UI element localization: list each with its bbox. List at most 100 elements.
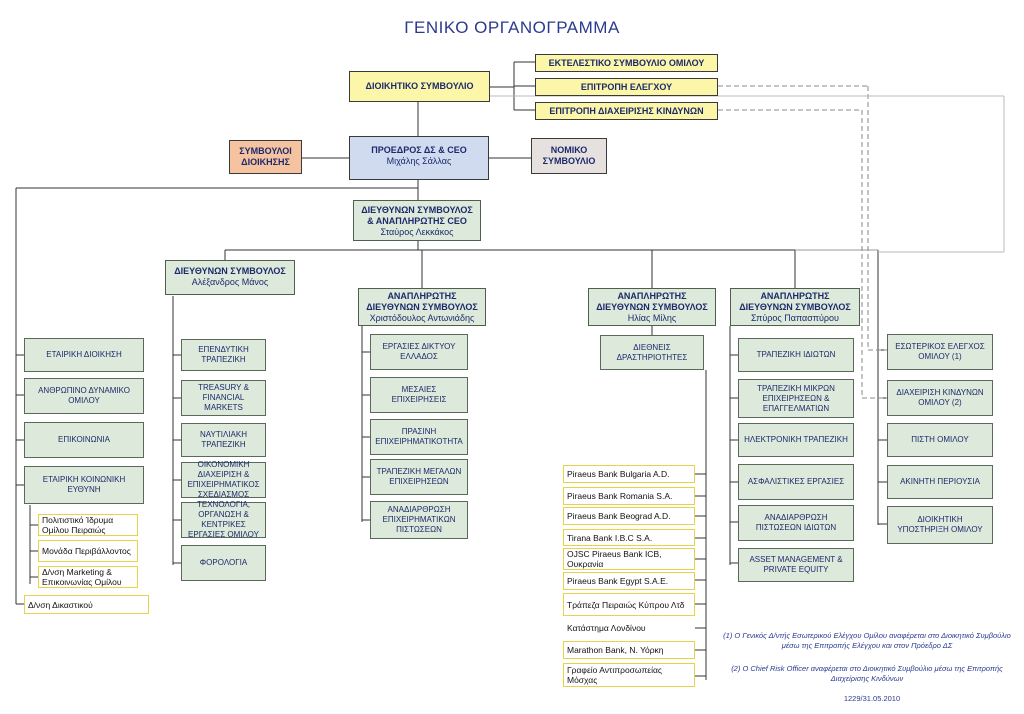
advisors-box: ΣΥΜΒΟΥΛΟΙ ΔΙΟΙΚΗΣΗΣ <box>229 140 302 174</box>
unit-box: ΗΛΕΚΤΡΟΝΙΚΗ ΤΡΑΠΕΖΙΚΗ <box>738 423 854 457</box>
md-box: ΔΙΕΥΘΥΝΩΝ ΣΥΜΒΟΥΛΟΣ & ΑΝΑΠΛΗΡΩΤΗΣ CEO Στ… <box>353 200 481 241</box>
subsidiary-label: Piraeus Bank Egypt S.A.E. <box>567 576 669 586</box>
unit-label: ΕΣΩΤΕΡΙΚΟΣ ΕΛΕΓΧΟΣ ΟΜΙΛΟΥ (1) <box>895 342 985 361</box>
unit-box: ΑΚΙΝΗΤΗ ΠΕΡΙΟΥΣΙΑ <box>887 465 993 499</box>
subsidiary: Piraeus Bank Beograd A.D. <box>563 507 695 525</box>
unit-label: ΝΑΥΤΙΛΙΑΚΗ ΤΡΑΠΕΖΙΚΗ <box>200 430 247 449</box>
unit-box: ΑΣΦΑΛΙΣΤΙΚΕΣ ΕΡΓΑΣΙΕΣ <box>738 464 854 500</box>
sub-unit: Μονάδα Περιβάλλοντος <box>38 540 138 562</box>
document-reference: 1229/31.05.2010 <box>843 694 901 703</box>
sub-unit-label: Μονάδα Περιβάλλοντος <box>42 546 131 556</box>
exec-antoniadis: ΑΝΑΠΛΗΡΩΤΗΣ ΔΙΕΥΘΥΝΩΝ ΣΥΜΒΟΥΛΟΣ Χριστόδο… <box>358 288 486 326</box>
unit-label: TREASURY & FINANCIAL MARKETS <box>198 383 249 412</box>
committee-executive: ΕΚΤΕΛΕΣΤΙΚΟ ΣΥΜΒΟΥΛΙΟ ΟΜΙΛΟΥ <box>535 54 718 72</box>
unit-box: ΑΝΘΡΩΠΙΝΟ ΔΥΝΑΜΙΚΟ ΟΜΙΛΟΥ <box>24 378 144 414</box>
unit-label: ΔΙΑΧΕΙΡΙΣΗ ΚΙΝΔΥΝΩΝ ΟΜΙΛΟΥ (2) <box>896 388 984 407</box>
exec-milis: ΑΝΑΠΛΗΡΩΤΗΣ ΔΙΕΥΘΥΝΩΝ ΣΥΜΒΟΥΛΟΣ Ηλίας Μί… <box>588 288 716 326</box>
unit-label: ΕΡΓΑΣΙΕΣ ΔΙΚΤΥΟΥ ΕΛΛΑΔΟΣ <box>382 342 456 361</box>
subsidiary-label: Κατάστημα Λονδίνου <box>567 623 646 633</box>
subsidiary: Tirana Bank I.B.C S.A. <box>563 529 695 546</box>
exec-role: ΑΝΑΠΛΗΡΩΤΗΣ ΔΙΕΥΘΥΝΩΝ ΣΥΜΒΟΥΛΟΣ <box>739 291 851 312</box>
subsidiary-label: Γραφείο Αντιπροσωπείας Μόσχας <box>567 665 662 685</box>
unit-label: ΑΝΘΡΩΠΙΝΟ ΔΥΝΑΜΙΚΟ ΟΜΙΛΟΥ <box>38 386 130 405</box>
unit-box: ΔΙΑΧΕΙΡΙΣΗ ΚΙΝΔΥΝΩΝ ΟΜΙΛΟΥ (2) <box>887 380 993 416</box>
unit-label: ΑΣΦΑΛΙΣΤΙΚΕΣ ΕΡΓΑΣΙΕΣ <box>747 477 845 486</box>
unit-box: ΠΡΑΣΙΝΗ ΕΠΙΧΕΙΡΗΜΑΤΙΚΟΤΗΤΑ <box>370 419 468 455</box>
chairman-box: ΠΡΟΕΔΡΟΣ ΔΣ & CEO Μιχάλης Σάλλας <box>349 136 489 180</box>
unit-box: ΑΝΑΔΙΑΡΘΡΩΣΗ ΕΠΙΧΕΙΡΗΜΑΤΙΚΩΝ ΠΙΣΤΩΣΕΩΝ <box>370 501 468 539</box>
unit-box: ΠΙΣΤΗ ΟΜΙΛΟΥ <box>887 423 993 457</box>
unit-box: ASSET MANAGEMENT & PRIVATE EQUITY <box>738 548 854 582</box>
subsidiary-label: Tirana Bank I.B.C S.A. <box>567 532 653 543</box>
sub-unit-label: Δ/νση Δικαστικού <box>28 599 93 610</box>
subsidiary: Piraeus Bank Egypt S.A.E. <box>563 572 695 590</box>
exec-role: ΑΝΑΠΛΗΡΩΤΗΣ ΔΙΕΥΘΥΝΩΝ ΣΥΜΒΟΥΛΟΣ <box>366 291 478 312</box>
chairman-role: ΠΡΟΕΔΡΟΣ ΔΣ & CEO <box>371 145 467 155</box>
unit-label: ΑΝΑΔΙΑΡΘΡΩΣΗ ΠΙΣΤΩΣΕΩΝ ΙΔΙΩΤΩΝ <box>755 513 837 532</box>
exec-name: Ηλίας Μίλης <box>627 313 677 323</box>
unit-box: ΤΡΑΠΕΖΙΚΗ ΜΕΓΑΛΩΝ ΕΠΙΧΕΙΡΗΣΕΩΝ <box>370 459 468 495</box>
unit-label: ΠΙΣΤΗ ΟΜΙΛΟΥ <box>911 435 969 444</box>
board-label: ΔΙΟΙΚΗΤΙΚΟ ΣΥΜΒΟΥΛΙΟ <box>365 81 474 91</box>
committee-audit: ΕΠΙΤΡΟΠΗ ΕΛΕΓΧΟΥ <box>535 78 718 96</box>
exec-role: ΔΙΕΥΘΥΝΩΝ ΣΥΜΒΟΥΛΟΣ <box>174 266 286 276</box>
subsidiary-label: Marathon Bank, Ν. Υόρκη <box>567 645 664 655</box>
unit-box: ΜΕΣΑΙΕΣ ΕΠΙΧΕΙΡΗΣΕΙΣ <box>370 377 468 413</box>
legal-box: ΝΟΜΙΚΟ ΣΥΜΒΟΥΛΙΟ <box>531 138 607 174</box>
unit-box: ΕΤΑΙΡΙΚΗ ΔΙΟΙΚΗΣΗ <box>24 338 144 372</box>
unit-box: ΔΙΟΙΚΗΤΙΚΗ ΥΠΟΣΤΗΡΙΞΗ ΟΜΙΛΟΥ <box>887 506 993 544</box>
sub-unit: Πολιτιστικό Ίδρυμα Ομίλου Πειραιώς <box>38 514 138 536</box>
exec-name: Χριστόδουλος Αντωνιάδης <box>369 313 475 323</box>
exec-papaspyrou: ΑΝΑΠΛΗΡΩΤΗΣ ΔΙΕΥΘΥΝΩΝ ΣΥΜΒΟΥΛΟΣ Σπύρος Π… <box>730 288 860 326</box>
unit-label: ΤΕΧΝΟΛΟΓΙΑ, ΟΡΓΑΝΩΣΗ & ΚΕΝΤΡΙΚΕΣ ΕΡΓΑΣΙΕ… <box>188 500 259 539</box>
committee-risk: ΕΠΙΤΡΟΠΗ ΔΙΑΧΕΙΡΙΣΗΣ ΚΙΝΔΥΝΩΝ <box>535 102 718 120</box>
unit-box: ΤΕΧΝΟΛΟΓΙΑ, ΟΡΓΑΝΩΣΗ & ΚΕΝΤΡΙΚΕΣ ΕΡΓΑΣΙΕ… <box>181 500 266 539</box>
unit-label: ΤΡΑΠΕΖΙΚΗ ΙΔΙΩΤΩΝ <box>756 350 836 359</box>
exec-role: ΑΝΑΠΛΗΡΩΤΗΣ ΔΙΕΥΘΥΝΩΝ ΣΥΜΒΟΥΛΟΣ <box>596 291 708 312</box>
unit-label: ASSET MANAGEMENT & PRIVATE EQUITY <box>749 555 843 574</box>
subsidiary: Marathon Bank, Ν. Υόρκη <box>563 641 695 659</box>
exec-manos: ΔΙΕΥΘΥΝΩΝ ΣΥΜΒΟΥΛΟΣ Αλέξανδρος Μάνος <box>165 260 295 295</box>
subsidiary: Τράπεζα Πειραιώς Κύπρου Λτδ <box>563 593 695 616</box>
unit-label: ΗΛΕΚΤΡΟΝΙΚΗ ΤΡΑΠΕΖΙΚΗ <box>744 435 848 444</box>
subsidiary: Piraeus Bank Romania S.A. <box>563 487 695 505</box>
committee-label: ΕΠΙΤΡΟΠΗ ΕΛΕΓΧΟΥ <box>580 81 673 92</box>
unit-label: ΕΠΙΚΟΙΝΩΝΙΑ <box>58 435 110 444</box>
unit-label: ΟΙΚΟΝΟΜΙΚΗ ΔΙΑΧΕΙΡΙΣΗ & ΕΠΙΧΕΙΡΗΜΑΤΙΚΟΣ … <box>187 460 260 499</box>
unit-box: ΕΡΓΑΣΙΕΣ ΔΙΚΤΥΟΥ ΕΛΛΑΔΟΣ <box>370 334 468 370</box>
subsidiary-label: Piraeus Bank Romania S.A. <box>567 491 673 501</box>
chart-title: ΓΕΝΙΚΟ ΟΡΓΑΝΟΓΡΑΜΜΑ <box>404 18 620 37</box>
unit-box: ΟΙΚΟΝΟΜΙΚΗ ΔΙΑΧΕΙΡΙΣΗ & ΕΠΙΧΕΙΡΗΜΑΤΙΚΟΣ … <box>181 460 266 499</box>
unit-box: ΕΠΕΝΔΥΤΙΚΗ ΤΡΑΠΕΖΙΚΗ <box>181 339 266 371</box>
unit-label: ΕΤΑΙΡΙΚΗ ΚΟΙΝΩΝΙΚΗ ΕΥΘΥΝΗ <box>42 475 126 494</box>
subsidiary-label: Piraeus Bank Beograd A.D. <box>567 511 671 521</box>
committee-label: ΕΠΙΤΡΟΠΗ ΔΙΑΧΕΙΡΙΣΗΣ ΚΙΝΔΥΝΩΝ <box>549 105 704 116</box>
unit-box: ΕΣΩΤΕΡΙΚΟΣ ΕΛΕΓΧΟΣ ΟΜΙΛΟΥ (1) <box>887 334 993 370</box>
unit-box: ΝΑΥΤΙΛΙΑΚΗ ΤΡΑΠΕΖΙΚΗ <box>181 423 266 457</box>
unit-box: ΤΡΑΠΕΖΙΚΗ ΜΙΚΡΩΝ ΕΠΙΧΕΙΡΗΣΕΩΝ & ΕΠΑΓΓΕΛΜ… <box>738 379 854 418</box>
board-box: ΔΙΟΙΚΗΤΙΚΟ ΣΥΜΒΟΥΛΙΟ <box>349 71 490 102</box>
subsidiary-label: Τράπεζα Πειραιώς Κύπρου Λτδ <box>567 599 685 610</box>
unit-label: ΠΡΑΣΙΝΗ ΕΠΙΧΕΙΡΗΜΑΤΙΚΟΤΗΤΑ <box>375 427 463 446</box>
footnote-1: (1) Ο Γενικός Δ/ντής Εσωτερικού Ελέγχου … <box>723 631 1011 650</box>
subsidiary: OJSC Piraeus Bank ICB, Ουκρανία <box>563 548 695 570</box>
unit-label: ΤΡΑΠΕΖΙΚΗ ΜΙΚΡΩΝ ΕΠΙΧΕΙΡΗΣΕΩΝ & ΕΠΑΓΓΕΛΜ… <box>757 383 835 413</box>
unit-label: ΔΙΕΘΝΕΙΣ ΔΡΑΣΤΗΡΙΟΤΗΤΕΣ <box>616 342 688 362</box>
unit-label: ΤΡΑΠΕΖΙΚΗ ΜΕΓΑΛΩΝ ΕΠΙΧΕΙΡΗΣΕΩΝ <box>376 467 462 486</box>
sub-unit: Δ/νση Δικαστικού <box>24 595 149 614</box>
unit-label: ΑΚΙΝΗΤΗ ΠΕΡΙΟΥΣΙΑ <box>900 477 980 486</box>
subsidiary: Piraeus Bank Bulgaria A.D. <box>563 465 695 483</box>
unit-label: ΕΠΕΝΔΥΤΙΚΗ ΤΡΑΠΕΖΙΚΗ <box>198 345 249 364</box>
chairman-name: Μιχάλης Σάλλας <box>386 156 452 166</box>
sub-unit: Δ/νση Marketing & Επικοινωνίας Ομίλου <box>38 566 138 588</box>
committee-label: ΕΚΤΕΛΕΣΤΙΚΟ ΣΥΜΒΟΥΛΙΟ ΟΜΙΛΟΥ <box>548 57 705 68</box>
legal-label: ΝΟΜΙΚΟ ΣΥΜΒΟΥΛΙΟ <box>542 145 596 166</box>
unit-box: ΔΙΕΘΝΕΙΣ ΔΡΑΣΤΗΡΙΟΤΗΤΕΣ <box>600 335 704 370</box>
unit-box: ΕΤΑΙΡΙΚΗ ΚΟΙΝΩΝΙΚΗ ΕΥΘΥΝΗ <box>24 466 144 504</box>
exec-name: Αλέξανδρος Μάνος <box>191 277 269 287</box>
md-role: ΔΙΕΥΘΥΝΩΝ ΣΥΜΒΟΥΛΟΣ & ΑΝΑΠΛΗΡΩΤΗΣ CEO <box>361 205 473 226</box>
sub-unit-label: Δ/νση Marketing & Επικοινωνίας Ομίλου <box>42 567 122 587</box>
unit-label: ΕΤΑΙΡΙΚΗ ΔΙΟΙΚΗΣΗ <box>46 350 122 359</box>
unit-label: ΦΟΡΟΛΟΓΙΑ <box>199 558 248 567</box>
